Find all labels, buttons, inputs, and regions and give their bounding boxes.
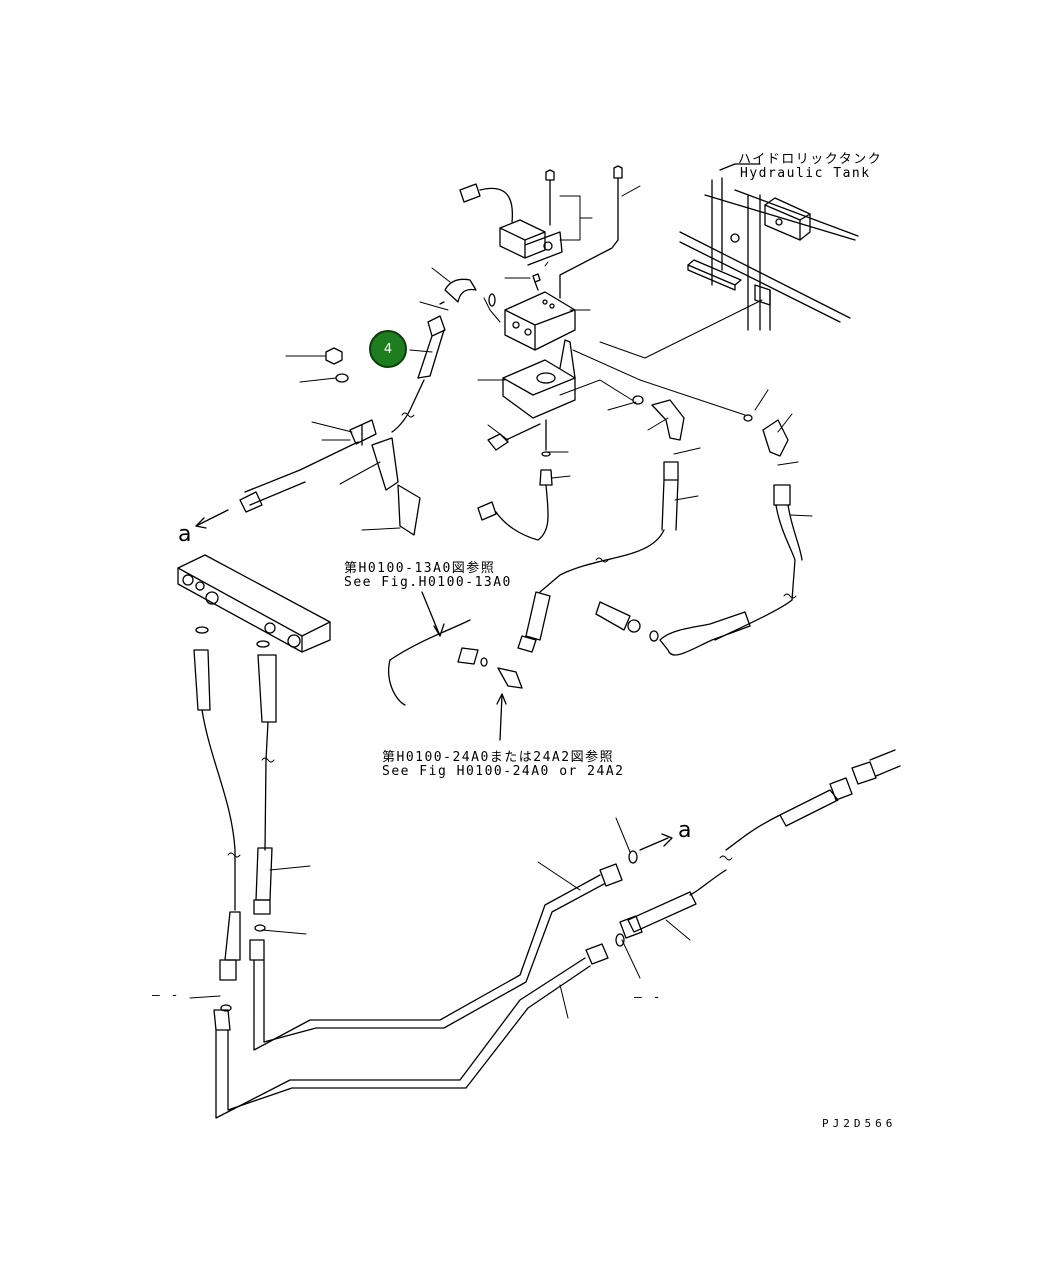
- drawing-code: PJ2D566: [822, 1117, 897, 1130]
- reference-2-label-jp: 第H0100-24A0または24A2図参照: [382, 750, 615, 765]
- dash-mark-right: – -: [634, 990, 662, 1005]
- reference-arrows: [421, 591, 507, 741]
- leader-lines: [189, 185, 813, 1019]
- part-callout-4[interactable]: 4: [369, 330, 407, 368]
- hydraulic-tank-label-en: Hydraulic Tank: [740, 166, 871, 181]
- hydraulic-tank: [679, 163, 859, 331]
- hydraulic-tank-label-jp: ハイドロリックタンク: [738, 152, 883, 167]
- solenoid-valve-assembly: [439, 165, 623, 541]
- reference-1-label-en: See Fig.H0100-13A0: [344, 575, 512, 590]
- reference-2-label-en: See Fig H0100-24A0 or 24A2: [382, 764, 625, 779]
- continuation-marker-a-left: a: [178, 522, 192, 547]
- right-hose-group: [388, 395, 901, 939]
- distribution-block: [177, 554, 638, 1119]
- reference-1-label-jp: 第H0100-13A0図参照: [344, 561, 496, 576]
- break-marks: [227, 412, 797, 861]
- continuation-marker-a-right: a: [678, 818, 692, 843]
- left-hose-group: [195, 315, 446, 536]
- dash-mark-left: – -: [152, 988, 180, 1003]
